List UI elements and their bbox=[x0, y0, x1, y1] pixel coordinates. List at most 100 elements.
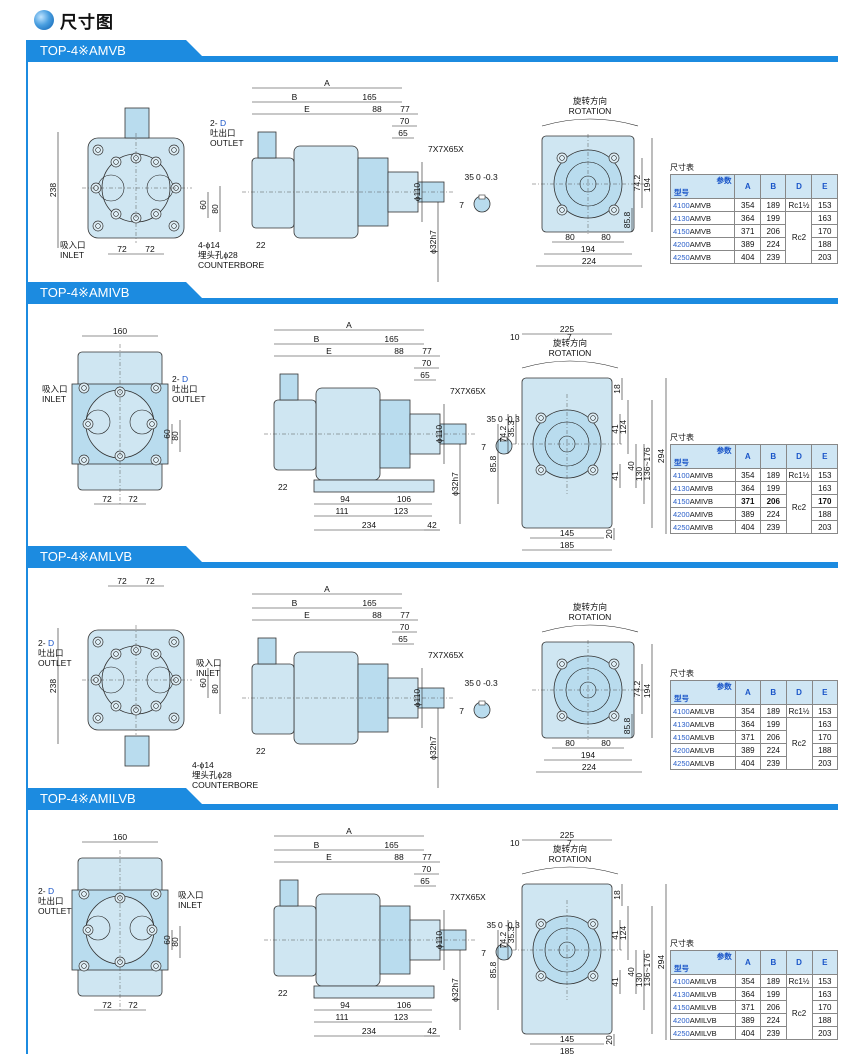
dim-label: 0 -0.3 bbox=[476, 172, 498, 182]
model-cell: 4150AMIVB bbox=[670, 494, 736, 508]
dim-label: 145 bbox=[560, 1034, 574, 1044]
value-cell: 239 bbox=[760, 520, 787, 534]
dim-label: 77 bbox=[422, 346, 432, 356]
model-cell: 4130AMIVB bbox=[670, 481, 736, 495]
bolt-head bbox=[78, 888, 90, 900]
model-cell: 4250AMILVB bbox=[670, 1026, 736, 1040]
dim-label: 234 bbox=[362, 520, 376, 530]
bullet-icon bbox=[34, 10, 54, 30]
dim-label: 160 bbox=[113, 326, 127, 336]
value-cell: 206 bbox=[760, 494, 787, 508]
dim-label: 72 bbox=[145, 244, 155, 254]
bolt-head bbox=[556, 658, 568, 670]
value-cell: 188 bbox=[811, 1013, 839, 1027]
dim-label: 35 bbox=[465, 678, 475, 688]
dim-label: 225 bbox=[560, 830, 574, 840]
table-corner: 参数型号 bbox=[670, 950, 736, 975]
bolt-head bbox=[150, 382, 162, 394]
bolt-head bbox=[110, 700, 122, 712]
rotation-arrow-icon bbox=[521, 866, 619, 875]
dim-label: 111 bbox=[336, 506, 349, 516]
rotation-arrow-icon bbox=[521, 360, 619, 369]
dim-label: 4-ϕ14 bbox=[198, 240, 220, 250]
model-cell: 4250AMVB bbox=[669, 250, 736, 264]
table-corner: 参数型号 bbox=[670, 444, 736, 469]
model-cell: 4100AMVB bbox=[669, 198, 736, 212]
section-header: TOP-4※AMILVB bbox=[26, 788, 838, 810]
table-col-header: B bbox=[760, 444, 787, 469]
base-plate bbox=[313, 479, 435, 493]
dim-label: INLET bbox=[60, 250, 84, 260]
dim-label: 吸入口 bbox=[60, 240, 86, 250]
value-cell: 163 bbox=[811, 717, 839, 731]
bolt-head bbox=[168, 636, 180, 648]
port-cell: Rc1½ bbox=[785, 974, 813, 988]
dim-label: COUNTERBORE bbox=[198, 260, 264, 270]
value-cell: 364 bbox=[734, 987, 762, 1001]
bolt-head bbox=[608, 204, 620, 216]
table-col-header: D bbox=[785, 444, 813, 469]
section-rule bbox=[176, 56, 838, 62]
value-cell: 189 bbox=[760, 704, 787, 718]
value-cell: 371 bbox=[734, 1000, 762, 1014]
dim-label: COUNTERBORE bbox=[192, 780, 258, 790]
bolt-head bbox=[168, 144, 180, 156]
model-cell: 4250AMIVB bbox=[670, 520, 736, 534]
dim-label: 0 -0.3 bbox=[498, 414, 520, 424]
outlet-port bbox=[124, 735, 150, 767]
value-cell: 153 bbox=[811, 198, 838, 212]
dim-label: 7X7X65 bbox=[450, 892, 481, 902]
value-cell: 189 bbox=[760, 974, 787, 988]
dim-label: 60 bbox=[162, 935, 172, 945]
dim-label: 294 bbox=[656, 449, 666, 463]
dim-label: 72 bbox=[117, 576, 127, 586]
dim-label: 22 bbox=[256, 240, 266, 250]
dim-label: 165 bbox=[362, 92, 376, 102]
section-header: TOP-4※AMIVB bbox=[26, 282, 838, 304]
section-rule bbox=[176, 562, 838, 568]
value-cell: 163 bbox=[811, 481, 838, 495]
dim-label: 吐出口 bbox=[172, 384, 198, 394]
section-header: TOP-4※AMLVB bbox=[26, 546, 838, 568]
table-col-header: A bbox=[734, 950, 762, 975]
model-cell: 4130AMILVB bbox=[670, 987, 736, 1001]
dim-label: A bbox=[324, 78, 330, 88]
dim-label: 18 bbox=[612, 890, 622, 900]
page-title: 尺寸图 bbox=[34, 8, 114, 32]
dim-label: ϕ32h7 bbox=[450, 978, 460, 1002]
dim-label: 吸入口 bbox=[178, 890, 204, 900]
rotation-label-en: ROTATION bbox=[549, 348, 592, 358]
dim-label: 74.2 bbox=[498, 931, 508, 948]
model-cell: 4150AMLVB bbox=[670, 730, 736, 744]
model-cell: 4100AMILVB bbox=[670, 974, 736, 988]
dim-label: 35 bbox=[487, 920, 497, 930]
outlet-port bbox=[279, 373, 299, 401]
bolt-head bbox=[535, 464, 547, 476]
bolt-head bbox=[150, 888, 162, 900]
dim-label: 145 bbox=[560, 528, 574, 538]
dim-label: 72 bbox=[128, 1000, 138, 1010]
dim-label: 18 bbox=[612, 384, 622, 394]
dim-label: 72 bbox=[102, 494, 112, 504]
dim-label: E bbox=[326, 346, 332, 356]
table-col-header: E bbox=[811, 174, 838, 199]
dim-label: 41 bbox=[610, 930, 620, 940]
model-cell: 4200AMILVB bbox=[670, 1013, 736, 1027]
table-title: 尺寸表 bbox=[670, 939, 694, 948]
bolt-head bbox=[78, 454, 90, 466]
dim-label: 111 bbox=[336, 1012, 349, 1022]
value-cell: 354 bbox=[734, 974, 762, 988]
